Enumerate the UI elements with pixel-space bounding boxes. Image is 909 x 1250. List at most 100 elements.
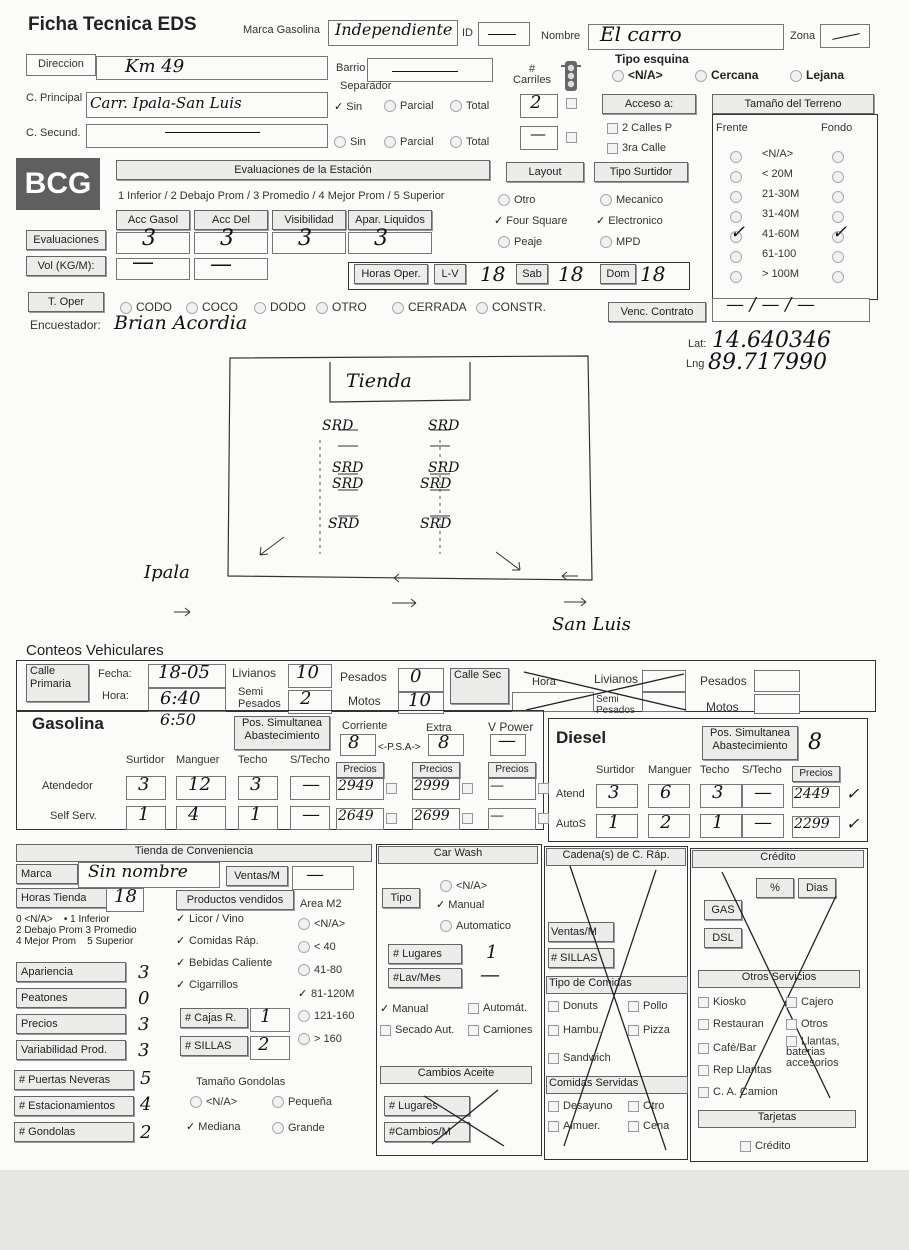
otro-servicio-option[interactable]: Restauran [698, 1018, 764, 1030]
carriles-field-2[interactable] [520, 126, 558, 150]
carwash-auto-option[interactable]: Automatico [440, 920, 511, 933]
gas-price-field[interactable] [412, 778, 460, 800]
toper-option[interactable]: CODO [120, 300, 172, 314]
area-option[interactable]: <N/A> [298, 918, 345, 931]
sec-sin-option[interactable]: Sin [334, 136, 366, 149]
carwash-manual-option[interactable]: ✓ Manual [436, 898, 485, 911]
diesel-cell-field[interactable] [596, 784, 638, 808]
gas-cell-field[interactable] [238, 806, 278, 830]
gas-price-checkbox[interactable] [386, 783, 397, 794]
diesel-cell-field[interactable] [700, 784, 742, 808]
layout-peaje-option[interactable]: Peaje [498, 236, 542, 249]
terreno-fondo-radio[interactable] [832, 251, 844, 263]
eval-value-field[interactable] [116, 232, 190, 254]
toper-option[interactable]: DODO [254, 300, 306, 314]
carriles-field[interactable] [520, 94, 558, 118]
separador-sin-option[interactable]: ✓ Sin [334, 100, 363, 113]
gas-price-field[interactable] [336, 808, 384, 830]
tarjetas-credito-option[interactable]: Crédito [740, 1140, 790, 1152]
extra-field[interactable] [428, 734, 464, 756]
gas-price-checkbox[interactable] [538, 783, 549, 794]
contrato-field[interactable] [712, 298, 870, 322]
terreno-frente-radio[interactable] [730, 171, 742, 183]
separador-total-option[interactable]: Total [450, 100, 489, 113]
toper-option[interactable]: CERRADA [392, 300, 467, 314]
hora-sec-field[interactable] [512, 692, 594, 712]
gas-price-field[interactable] [412, 808, 460, 830]
pesados-sec-field[interactable] [754, 670, 800, 692]
area-option[interactable]: 41-80 [298, 964, 342, 977]
horas-tienda-field[interactable] [106, 888, 144, 912]
comida-option[interactable]: Pollo [628, 1000, 667, 1012]
otro-servicio-option[interactable]: Kiosko [698, 996, 746, 1008]
diesel-cell-field[interactable] [596, 814, 638, 838]
toper-option[interactable]: COCO [186, 300, 238, 314]
area-option[interactable]: > 160 [298, 1033, 342, 1046]
tam-mediana-option[interactable]: ✓ Mediana [186, 1120, 241, 1133]
gas-price-checkbox[interactable] [538, 813, 549, 824]
carwash-na-option[interactable]: <N/A> [440, 880, 487, 893]
carriles-checkbox[interactable] [566, 98, 577, 109]
direccion-field[interactable] [96, 56, 328, 80]
servida-option[interactable]: Cena [628, 1120, 669, 1132]
livianos-field[interactable] [288, 664, 332, 688]
layout-four-square-option[interactable]: ✓ Four Square [494, 214, 568, 227]
comida-option[interactable]: Hambu. [548, 1024, 602, 1036]
tam-grande-option[interactable]: Grande [272, 1122, 325, 1135]
gas-cell-field[interactable] [176, 806, 226, 830]
diesel-cell-field[interactable] [648, 814, 690, 838]
producto-option[interactable]: ✓ Comidas Ráp. [176, 934, 259, 947]
sec-parcial-option[interactable]: Parcial [384, 136, 434, 149]
area-option[interactable]: ✓ 81-120M [298, 987, 355, 1000]
gas-price-field[interactable] [336, 778, 384, 800]
gas-cell-field[interactable] [290, 776, 330, 800]
servida-option[interactable]: Desayuno [548, 1100, 613, 1112]
terreno-frente-radio[interactable] [730, 251, 742, 263]
carwash-manual2[interactable]: ✓ Manual [380, 1002, 429, 1015]
vpower-field[interactable] [490, 734, 526, 756]
gas-cell-field[interactable] [126, 776, 166, 800]
acceso-button[interactable]: Acceso a: [602, 94, 696, 114]
carwash-automat[interactable]: Automát. [468, 1002, 527, 1014]
otro-servicio-option[interactable]: Otros [786, 1018, 828, 1030]
tam-na-option[interactable]: <N/A> [190, 1096, 237, 1109]
diesel-cell-field[interactable] [700, 814, 742, 838]
terreno-frente-radio[interactable] [730, 151, 742, 163]
diesel-cell-field[interactable] [742, 814, 784, 838]
otro-servicio-option[interactable]: C. A. Camion [698, 1086, 778, 1098]
principal-field[interactable] [86, 92, 328, 118]
vol-field-2[interactable] [194, 258, 268, 280]
servida-option[interactable]: Otro [628, 1100, 664, 1112]
otro-servicio-option[interactable]: Llantas, baterias accesorios [786, 1035, 840, 1070]
corriente-field[interactable] [340, 734, 376, 756]
otro-servicio-option[interactable]: Rep Llantas [698, 1064, 772, 1076]
comida-option[interactable]: Sandwich [548, 1052, 611, 1064]
gas-price-checkbox[interactable] [462, 813, 473, 824]
gas-cell-field[interactable] [176, 776, 226, 800]
otro-servicio-option[interactable]: Café/Bar [698, 1042, 756, 1054]
surtidor-electronico-option[interactable]: ✓ Electronico [596, 214, 663, 227]
otro-servicio-option[interactable]: Cajero [786, 996, 833, 1008]
comida-option[interactable]: Pizza [628, 1024, 670, 1036]
sec-total-option[interactable]: Total [450, 136, 489, 149]
tam-pequena-option[interactable]: Pequeña [272, 1096, 332, 1109]
carriles-checkbox-2[interactable] [566, 132, 577, 143]
gas-price-checkbox[interactable] [386, 813, 397, 824]
esquina-na-option[interactable]: <N/A> [612, 68, 663, 82]
acceso-2calles[interactable]: 2 Calles P [607, 122, 672, 134]
area-option[interactable]: 121-160 [298, 1010, 354, 1023]
gas-cell-field[interactable] [290, 806, 330, 830]
esquina-lejana-option[interactable]: Lejana [790, 68, 844, 82]
surtidor-mecanico-option[interactable]: Mecanico [600, 194, 663, 207]
tienda-marca-field[interactable] [78, 862, 220, 888]
fecha-field[interactable] [148, 664, 226, 688]
carwash-camiones[interactable]: Camiones [468, 1024, 533, 1036]
zona-field[interactable] [820, 24, 870, 48]
terreno-frente-radio[interactable] [730, 271, 742, 283]
tienda-ventas-field[interactable] [292, 866, 354, 890]
vol-field-1[interactable] [116, 258, 190, 280]
diesel-price-field[interactable] [792, 786, 840, 808]
motos-field[interactable] [398, 692, 444, 714]
marca-field[interactable] [328, 20, 458, 46]
terreno-fondo-radio[interactable] [832, 171, 844, 183]
